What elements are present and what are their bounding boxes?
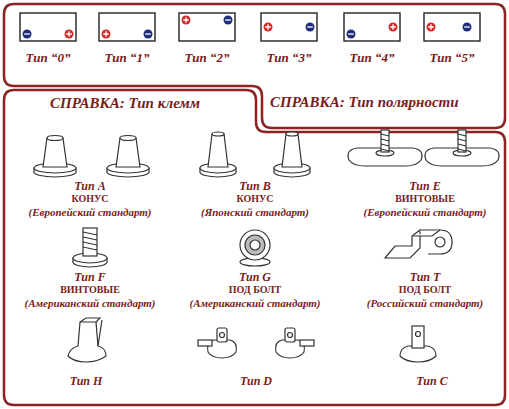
- terminal-kind: ВИНТОВЫЕ: [60, 284, 120, 295]
- type-caption: Тип B: [239, 179, 270, 194]
- battery-outline: [19, 12, 77, 42]
- type-caption: Тип “5”: [421, 50, 483, 66]
- terminal-kind: ПОД БОЛТ: [229, 284, 281, 295]
- standard-note: (Американский стандарт): [25, 297, 156, 309]
- terminal-panel: СПРАВКА: Тип клемм: [4, 90, 505, 405]
- panel-heading: СПРАВКА: Тип полярности: [270, 94, 459, 111]
- type-caption: Тип “4”: [341, 50, 403, 66]
- type-caption: Тип D: [240, 374, 272, 389]
- panel-heading: СПРАВКА: Тип клемм: [50, 95, 200, 112]
- type-caption: Тип “1”: [96, 50, 158, 66]
- battery-type: Тип “0”: [17, 12, 79, 74]
- type-caption: Тип T: [410, 270, 441, 285]
- standard-note: (Европейский стандарт): [363, 206, 486, 218]
- type-caption: Тип “0”: [17, 50, 79, 66]
- terminal-kind: КОНУС: [236, 193, 273, 204]
- standard-note: (Российский стандарт): [367, 297, 484, 309]
- battery-outline: [343, 12, 401, 42]
- standard-note: (Японский стандарт): [201, 206, 309, 218]
- battery-outline: [423, 12, 481, 42]
- terminal-kind: КОНУС: [71, 193, 108, 204]
- standard-note: (Европейский стандарт): [28, 206, 151, 218]
- type-caption: Тип A: [74, 179, 105, 194]
- type-caption: Тип E: [409, 179, 440, 194]
- battery-outline: [260, 12, 318, 42]
- battery-outline: [178, 12, 236, 42]
- standard-note: (Американский стандарт): [190, 297, 321, 309]
- battery-type: Тип “2”: [176, 12, 238, 74]
- battery-type: Тип “4”: [341, 12, 403, 74]
- type-caption: Тип H: [70, 374, 103, 389]
- battery-type: Тип “5”: [421, 12, 483, 74]
- battery-outline: [98, 12, 156, 42]
- type-caption: Тип C: [416, 374, 447, 389]
- type-caption: Тип F: [74, 270, 105, 285]
- type-caption: Тип G: [239, 270, 271, 285]
- type-caption: Тип “2”: [176, 50, 238, 66]
- terminal-kind: ВИНТОВЫЕ: [395, 193, 455, 204]
- battery-type: Тип “1”: [96, 12, 158, 74]
- type-caption: Тип “3”: [258, 50, 320, 66]
- terminal-kind: ПОД БОЛТ: [399, 284, 451, 295]
- battery-type: Тип “3”: [258, 12, 320, 74]
